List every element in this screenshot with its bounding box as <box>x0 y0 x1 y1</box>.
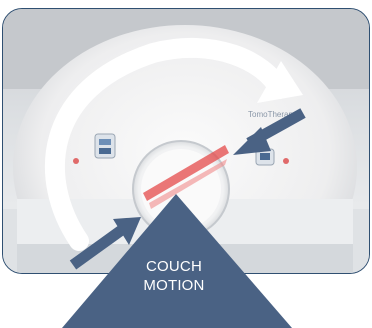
couch-label-line2: MOTION <box>124 276 224 295</box>
couch-motion-label: COUCH MOTION <box>124 257 224 295</box>
couch-label-line1: COUCH <box>124 257 224 276</box>
